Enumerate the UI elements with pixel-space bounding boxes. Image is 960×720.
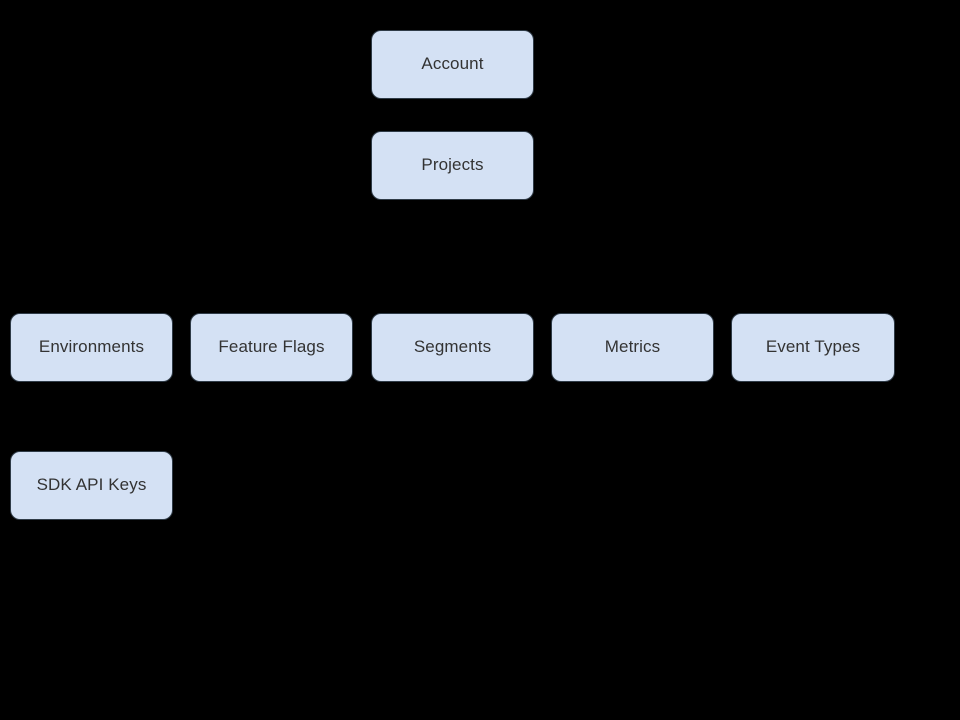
node-metrics[interactable]: Metrics (551, 313, 714, 382)
node-label-sdk-api-keys: SDK API Keys (36, 475, 147, 495)
node-label-account: Account (421, 54, 484, 74)
node-sdk-api-keys[interactable]: SDK API Keys (10, 451, 173, 520)
node-label-projects: Projects (421, 155, 484, 175)
node-event-types[interactable]: Event Types (731, 313, 895, 382)
node-segments[interactable]: Segments (371, 313, 534, 382)
node-label-feature-flags: Feature Flags (218, 337, 325, 357)
node-environments[interactable]: Environments (10, 313, 173, 382)
node-feature-flags[interactable]: Feature Flags (190, 313, 353, 382)
node-label-event-types: Event Types (765, 337, 861, 357)
node-label-metrics: Metrics (604, 337, 661, 357)
node-account[interactable]: Account (371, 30, 534, 99)
node-projects[interactable]: Projects (371, 131, 534, 200)
node-label-segments: Segments (413, 337, 492, 357)
node-label-environments: Environments (38, 337, 145, 357)
